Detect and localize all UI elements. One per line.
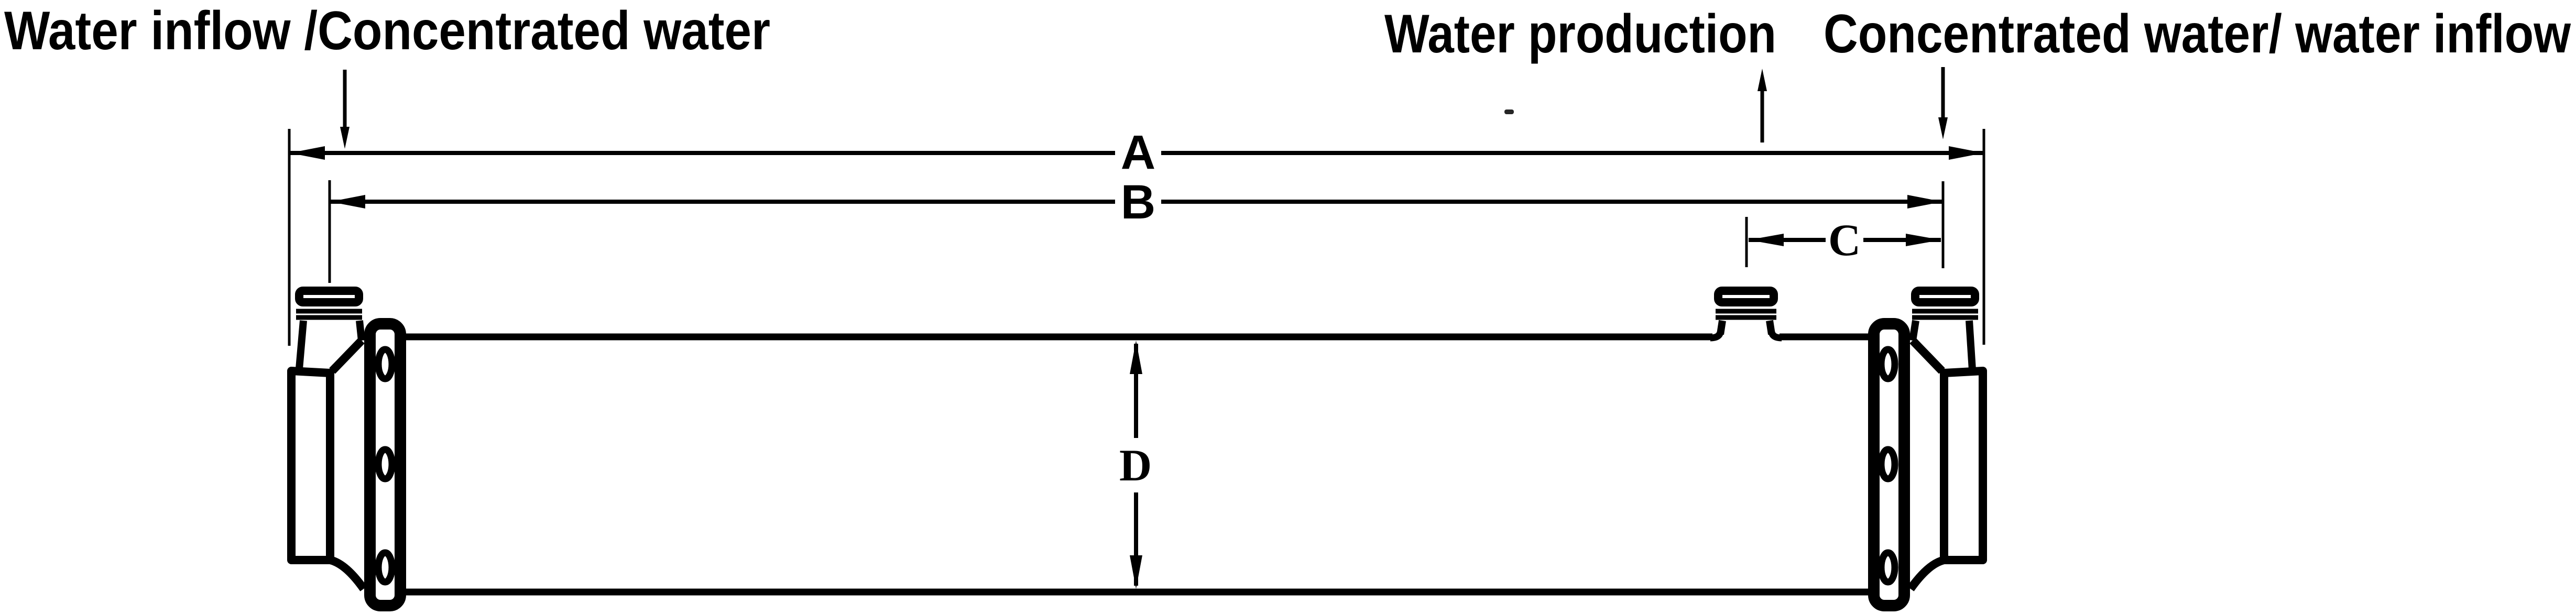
flange-bolt-slot xyxy=(1878,346,1898,382)
production-port xyxy=(1710,287,1782,342)
arrowhead-right xyxy=(1907,195,1942,209)
flange-bolt-slot xyxy=(375,549,396,586)
dim-label-d: D xyxy=(1119,440,1152,490)
right-end-cap xyxy=(1907,287,1987,591)
scan-speck xyxy=(1504,109,1514,114)
left-port-cap xyxy=(295,287,363,306)
label-concentrated-water-inflow-right: Concentrated water/ water inflow xyxy=(1824,4,2571,64)
label-water-inflow-concentrated-left: Water inflow /Concentrated water xyxy=(4,1,770,61)
left-cap-shoulder xyxy=(329,337,365,374)
production-port-cap xyxy=(1714,287,1778,306)
vessel-body xyxy=(405,333,1874,596)
extension-lines xyxy=(288,129,1985,346)
right-port-cap xyxy=(1911,287,1979,306)
dimension-c: C xyxy=(1749,215,1941,265)
right-inflow-down-arrow-icon xyxy=(1938,67,1948,139)
arrowhead-right xyxy=(1906,234,1941,246)
label-water-production: Water production xyxy=(1384,4,1776,64)
dimension-a: A xyxy=(290,126,1984,179)
right-port xyxy=(1909,287,1979,370)
flange-bolt-slot xyxy=(1878,549,1898,586)
left-end-cap xyxy=(287,287,367,591)
arrowhead-down xyxy=(1130,555,1142,589)
left-port xyxy=(295,287,365,369)
arrowhead-up xyxy=(1130,341,1142,374)
arrowhead-left xyxy=(330,195,365,209)
arrowhead-left xyxy=(1749,234,1784,246)
right-cap-bottom-curve xyxy=(1907,556,1946,591)
flange-bolt-slot xyxy=(375,346,396,382)
left-cap-outer-face xyxy=(287,367,334,564)
left-inflow-down-arrow-icon xyxy=(340,70,350,149)
port-base-fillet xyxy=(1710,331,1724,342)
left-cap-bottom-curve xyxy=(329,556,367,591)
dim-label-c: C xyxy=(1828,215,1861,265)
right-cap-outer-face xyxy=(1940,367,1987,564)
production-up-arrow-icon xyxy=(1758,69,1767,142)
flange-bolt-slot xyxy=(1878,446,1898,483)
dim-label-a: A xyxy=(1121,126,1155,179)
arrowhead-left xyxy=(290,146,325,160)
port-base-fillet xyxy=(1768,331,1782,342)
arrowhead-right xyxy=(1949,146,1984,160)
left-flange xyxy=(364,318,406,611)
right-cap-shoulder xyxy=(1909,337,1945,374)
flange-bolt-slot xyxy=(375,446,396,483)
right-flange xyxy=(1868,318,1910,611)
dimension-b: B xyxy=(330,176,1942,229)
dimension-d: D xyxy=(1119,341,1152,589)
dim-label-b: B xyxy=(1121,176,1155,229)
